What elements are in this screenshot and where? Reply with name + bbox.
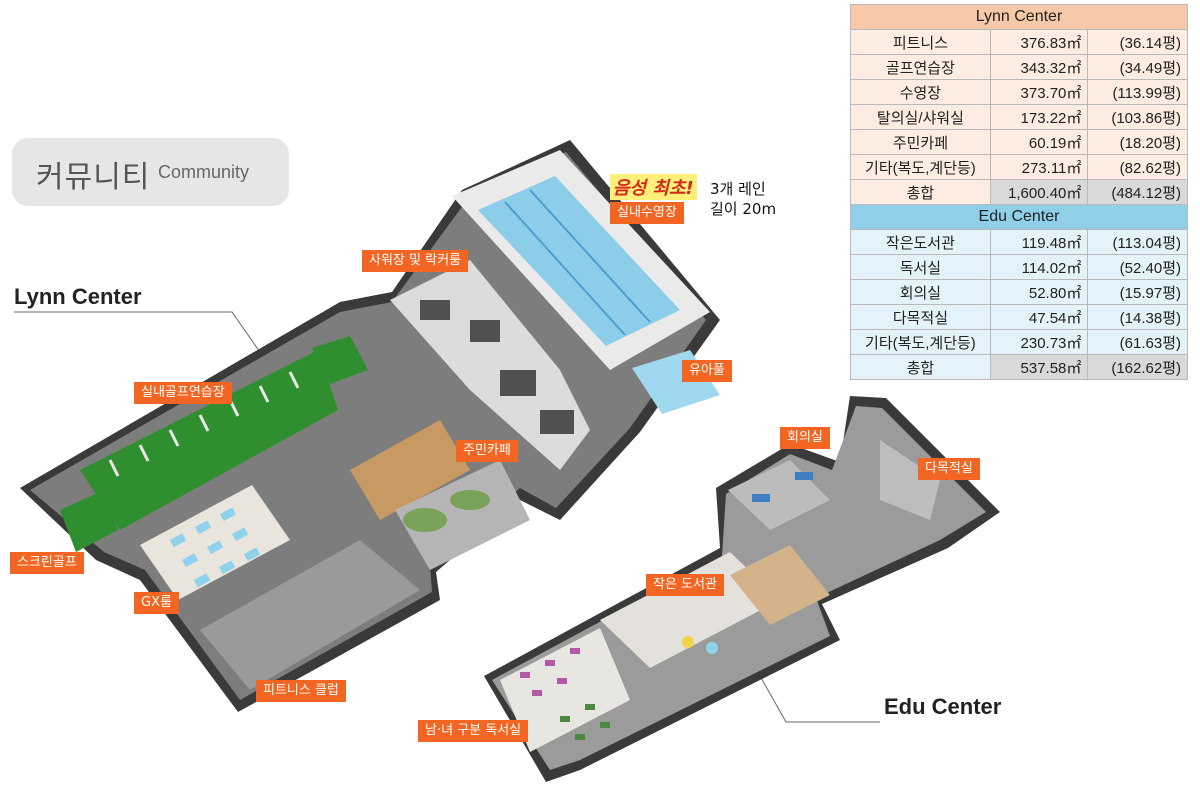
cell-m2: 173.22㎡ <box>989 104 1089 130</box>
label-shower-locker: 사워장 및 락커룸 <box>362 250 468 272</box>
table-row: 기타(복도,계단등)230.73㎡(61.63평) <box>850 329 1188 355</box>
cell-pyeong: (162.62평) <box>1087 354 1188 380</box>
cell-pyeong: (484.12평) <box>1087 179 1188 205</box>
edu-leader-line <box>759 675 880 723</box>
cell-name: 총합 <box>850 354 991 380</box>
pool-lanes-note: 3개 레인 <box>710 180 766 198</box>
label-meeting-room: 회의실 <box>780 427 830 449</box>
cell-m2: 376.83㎡ <box>989 29 1089 55</box>
cell-pyeong: (15.97평) <box>1087 279 1188 305</box>
section-title-en: Community <box>158 162 250 182</box>
cell-pyeong: (18.20평) <box>1087 129 1188 155</box>
cell-name: 작은도서관 <box>850 229 991 255</box>
cell-pyeong: (103.86평) <box>1087 104 1188 130</box>
label-multi-room: 다목적실 <box>918 458 980 480</box>
cell-name: 수영장 <box>850 79 991 105</box>
lynn-leader-line <box>14 311 263 356</box>
section-badge <box>12 138 289 206</box>
cell-m2: 114.02㎡ <box>989 254 1089 280</box>
lynn-center-plan <box>20 140 720 712</box>
edu-table-header: Edu Center <box>850 204 1188 230</box>
edu-center-plan <box>484 396 1000 782</box>
table-row: 기타(복도,계단등)273.11㎡(82.62평) <box>850 154 1188 180</box>
cell-pyeong: (61.63평) <box>1087 329 1188 355</box>
cell-m2: 343.32㎡ <box>989 54 1089 80</box>
lynn-center-title: Lynn Center <box>14 284 142 309</box>
cell-m2: 60.19㎡ <box>989 129 1089 155</box>
cell-m2: 230.73㎡ <box>989 329 1089 355</box>
cell-name: 기타(복도,계단등) <box>850 154 991 180</box>
label-kids-pool: 유아풀 <box>682 360 732 382</box>
cell-pyeong: (36.14평) <box>1087 29 1188 55</box>
cell-name: 기타(복도,계단등) <box>850 329 991 355</box>
cell-m2: 273.11㎡ <box>989 154 1089 180</box>
cell-name: 탈의실/샤워실 <box>850 104 991 130</box>
lynn-table-header: Lynn Center <box>850 4 1188 30</box>
label-indoor-pool: 실내수영장 <box>610 202 684 224</box>
cell-m2: 373.70㎡ <box>989 79 1089 105</box>
cell-name: 주민카페 <box>850 129 991 155</box>
cell-name: 피트니스 <box>850 29 991 55</box>
label-gx-room: GX룸 <box>134 592 179 614</box>
cell-pyeong: (14.38평) <box>1087 304 1188 330</box>
label-fitness-club: 피트니스 클럽 <box>256 680 346 702</box>
cell-pyeong: (113.04평) <box>1087 229 1188 255</box>
label-reading-room: 남·녀 구분 독서실 <box>418 720 529 742</box>
cell-pyeong: (34.49평) <box>1087 54 1188 80</box>
pool-length-note: 길이 20m <box>710 200 777 218</box>
label-cafe: 주민카페 <box>456 440 518 462</box>
pool-highlight: 음성 최초! <box>610 174 697 200</box>
section-title-ko: 커뮤니티 <box>36 160 151 195</box>
cell-name: 회의실 <box>850 279 991 305</box>
cell-m2: 119.48㎡ <box>989 229 1089 255</box>
cell-pyeong: (52.40평) <box>1087 254 1188 280</box>
cell-m2: 1,600.40㎡ <box>989 179 1089 205</box>
cell-name: 다목적실 <box>850 304 991 330</box>
cell-name: 골프연습장 <box>850 54 991 80</box>
label-small-library: 작은 도서관 <box>646 574 724 596</box>
edu-center-title: Edu Center <box>884 694 1002 719</box>
label-screen-golf: 스크린골프 <box>10 552 84 574</box>
cell-name: 총합 <box>850 179 991 205</box>
cell-m2: 537.58㎡ <box>989 354 1089 380</box>
cell-pyeong: (82.62평) <box>1087 154 1188 180</box>
cell-m2: 52.80㎡ <box>989 279 1089 305</box>
label-indoor-golf: 실내골프연습장 <box>134 382 232 404</box>
cell-pyeong: (113.99평) <box>1087 79 1188 105</box>
cell-m2: 47.54㎡ <box>989 304 1089 330</box>
cell-name: 독서실 <box>850 254 991 280</box>
